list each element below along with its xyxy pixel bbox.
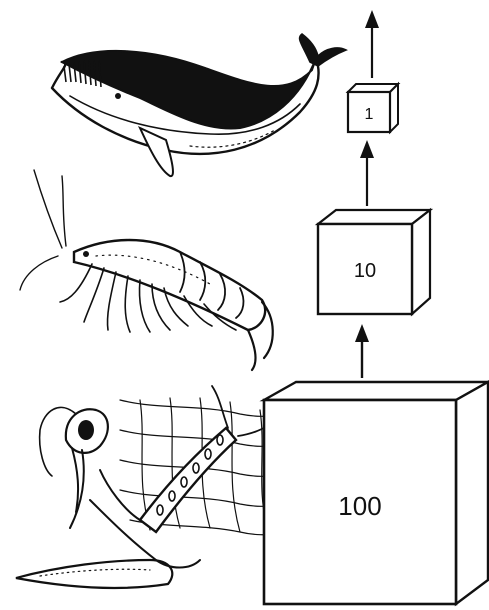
box-100: 100	[264, 382, 488, 604]
box-100-label: 100	[338, 491, 381, 521]
arrow-from-1	[365, 10, 379, 78]
whale-illustration	[52, 34, 346, 176]
box-10: 10	[318, 210, 430, 314]
krill-illustration	[20, 170, 273, 370]
box-1: 1	[348, 84, 398, 132]
arrow-100-to-10	[355, 324, 369, 378]
box-1-label: 1	[365, 106, 374, 123]
plankton-illustration	[16, 386, 300, 588]
arrow-10-to-1	[360, 140, 374, 206]
box-10-label: 10	[354, 260, 376, 282]
